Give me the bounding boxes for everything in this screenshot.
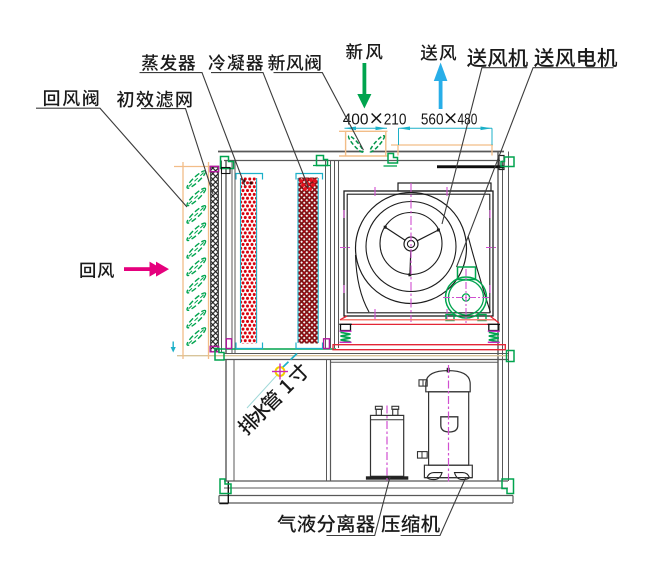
svg-text:480: 480: [458, 112, 478, 129]
svg-text:560: 560: [421, 112, 444, 129]
svg-text:400: 400: [343, 112, 369, 129]
svg-text:210: 210: [384, 112, 407, 129]
